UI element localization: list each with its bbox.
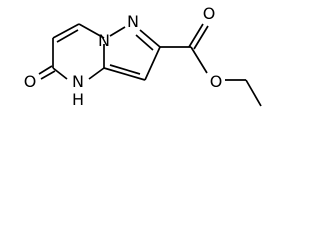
bond-nh-to-c3a [88,67,105,80]
substituent-bonds [38,23,262,107]
bond-c3-to-c3a-outer [103,67,146,81]
bond-ch2-to-ch3 [245,79,262,107]
atom-labels: N N N H O O O [24,4,223,109]
bond-c2-to-c3 [144,46,161,81]
bond-ester-carbon-to-o-carbonyl-a [188,23,204,48]
atom-label-o-ketone: O [24,72,37,91]
bond-ester-carbon-to-o-carbonyl-b [193,25,209,50]
atom-label-o-carbonyl: O [203,4,216,23]
bond-c7-to-c6-outer [52,23,80,39]
atom-label-n-top: N [127,12,139,31]
bond-c5-to-o-ketone-a [38,65,53,75]
molecule-diagram: N N N H O O O [24,4,262,109]
atom-label-nh-hydrogen: H [72,90,84,109]
five-membered-ring-bonds [103,26,161,81]
bond-c3-to-c3a-inner [109,64,141,75]
atom-label-nh-nitrogen: N [72,72,84,91]
bond-c5-to-o-ketone-b [40,70,56,80]
bond-n-top-to-c2-outer [139,29,161,48]
bond-c5-to-nh [52,67,68,80]
bond-c7-to-c6-inner [56,29,79,43]
bond-n-bridge-to-c7 [78,23,105,39]
atom-label-o-ester: O [210,72,223,91]
bond-n-bridge-to-n-top [109,26,126,37]
six-membered-ring-bonds [52,23,105,80]
bond-n-top-to-c2-inner [135,34,154,51]
atom-label-n-bridge: N [98,31,110,50]
bond-ester-carbon-to-o-ester [190,46,208,74]
